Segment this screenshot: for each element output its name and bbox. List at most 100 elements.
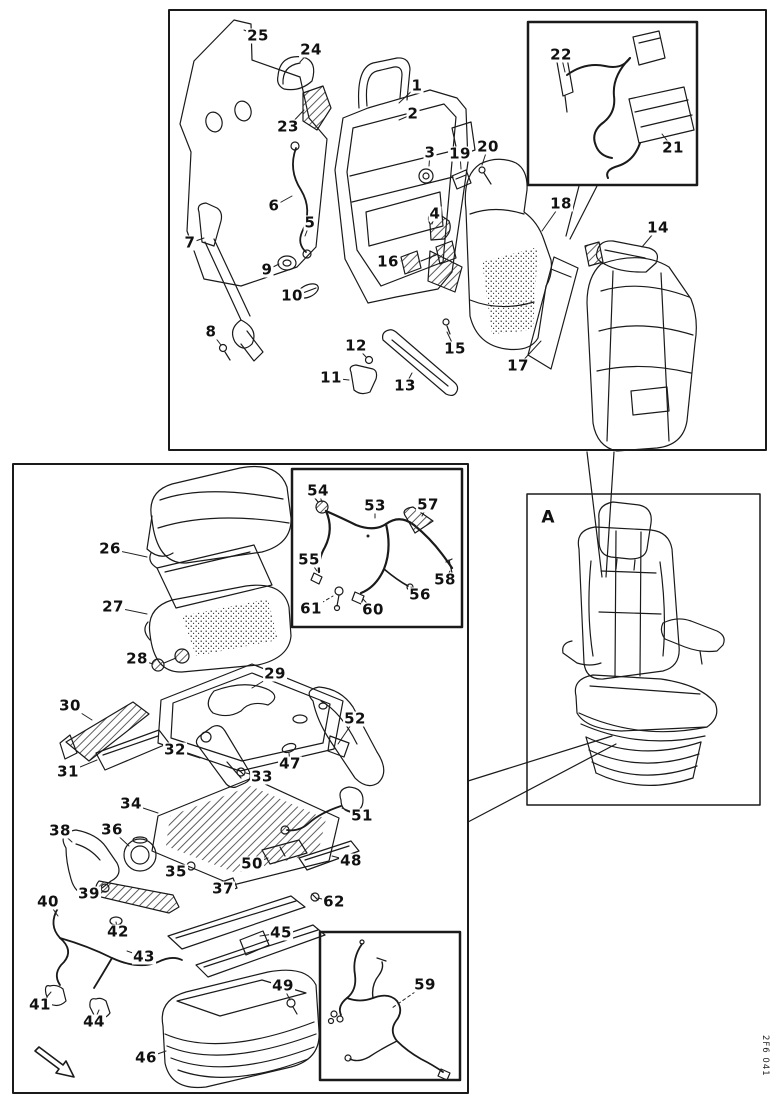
side-panel-52-art	[308, 686, 385, 787]
anchor-bolt-8-art	[218, 343, 231, 361]
callout-10: 10	[280, 286, 304, 305]
screw-12-art	[364, 355, 374, 365]
callout-23: 23	[276, 117, 300, 136]
callout-35: 35	[164, 862, 188, 881]
slide-rails-45-art	[167, 895, 326, 978]
seat-belt-art	[197, 202, 264, 362]
callout-51: 51	[350, 806, 374, 825]
screw-62-art	[310, 892, 320, 902]
callout-31: 31	[56, 762, 80, 781]
callout-36: 36	[100, 820, 124, 839]
seat-cushion-box	[12, 463, 469, 1094]
callout-39: 39	[77, 884, 101, 903]
bracket-23-art	[302, 85, 332, 131]
cable-inset-frame	[290, 467, 464, 629]
bottom-harness-frame	[318, 930, 462, 1082]
lever-39-art	[95, 880, 180, 914]
seat-pan-29-art	[157, 663, 350, 772]
callout-27: 27	[101, 597, 125, 616]
callout-12: 12	[344, 336, 368, 355]
seat-back-box	[168, 9, 767, 452]
bracket-50-art	[261, 839, 308, 865]
switch-pack-16-art	[400, 240, 457, 275]
callout-26: 26	[98, 539, 122, 558]
damper-32-art	[195, 725, 251, 788]
callout-37: 37	[211, 879, 235, 898]
callout-41: 41	[28, 995, 52, 1014]
callout-19: 19	[448, 144, 472, 163]
callout-42: 42	[106, 922, 130, 941]
callout-59: 59	[413, 975, 437, 994]
cushion-foam-27-art	[144, 584, 292, 673]
callout-44: 44	[82, 1012, 106, 1031]
callout-43: 43	[132, 947, 156, 966]
callout-58: 58	[433, 570, 457, 589]
callout-60: 60	[361, 600, 385, 619]
assembled-seat-frame	[526, 493, 761, 806]
backrest-foam-art	[464, 158, 553, 351]
callout-55: 55	[297, 550, 321, 569]
callout-57: 57	[416, 495, 440, 514]
callout-11: 11	[319, 368, 343, 387]
bellows-46-art	[161, 969, 320, 1089]
callout-38: 38	[48, 821, 72, 840]
assembled-view-label: A	[541, 507, 555, 528]
callout-40: 40	[36, 892, 60, 911]
callout-50: 50	[240, 854, 264, 873]
callout-34: 34	[119, 794, 143, 813]
springs-28-art	[151, 648, 190, 672]
callout-30: 30	[58, 696, 82, 715]
callout-7: 7	[183, 233, 197, 252]
reference-pointer-lines	[467, 451, 617, 823]
cushion-cover-art	[146, 465, 292, 564]
callout-3: 3	[423, 143, 437, 162]
callout-46: 46	[134, 1048, 158, 1067]
cover-11-art	[349, 364, 378, 395]
clip-47-art	[281, 742, 297, 754]
callout-47: 47	[278, 754, 302, 773]
weight-knob-36-art	[123, 836, 157, 872]
callout-32: 32	[163, 740, 187, 759]
callout-61: 61	[299, 599, 323, 618]
callout-22: 22	[549, 45, 573, 64]
callout-6: 6	[267, 196, 281, 215]
callout-18: 18	[549, 194, 573, 213]
callout-13: 13	[393, 376, 417, 395]
callout-2: 2	[406, 104, 420, 123]
release-cable-art	[290, 141, 312, 259]
callout-25: 25	[246, 26, 270, 45]
callout-33: 33	[250, 767, 274, 786]
callout-45: 45	[269, 923, 293, 942]
armrest-14-art	[584, 240, 659, 273]
side-shield-38-art	[62, 829, 120, 896]
trim-strip-13-art	[382, 329, 459, 397]
seat-back-box-frame	[168, 9, 767, 451]
callout-9: 9	[260, 260, 274, 279]
callout-28: 28	[125, 649, 149, 668]
grommet-9-art	[277, 255, 297, 271]
backrest-cover-art	[586, 257, 697, 452]
figure-code-label: 2F6 041	[760, 1035, 770, 1077]
screw-15-art	[442, 318, 451, 335]
bolt-49-art	[286, 998, 298, 1015]
callout-62: 62	[322, 892, 346, 911]
rail-30-art	[59, 701, 150, 762]
callout-52: 52	[343, 709, 367, 728]
callout-53: 53	[363, 496, 387, 515]
callout-1: 1	[410, 76, 424, 95]
bolt-33-art	[236, 767, 246, 777]
back-trim-panel-art	[179, 19, 328, 287]
direction-arrow-icon	[34, 1046, 75, 1078]
callout-21: 21	[661, 138, 685, 157]
callout-49: 49	[271, 976, 295, 995]
callout-29: 29	[263, 664, 287, 683]
handle-51-art	[280, 786, 364, 835]
underseat-harness-40-art	[44, 907, 183, 1019]
callout-8: 8	[204, 322, 218, 341]
callout-48: 48	[339, 851, 363, 870]
bolt-20-art	[478, 166, 492, 185]
bottom-harness-box	[318, 930, 462, 1082]
liner-sheet-26-art	[149, 544, 273, 609]
lumbar-pad-art	[277, 56, 315, 91]
callout-16: 16	[376, 252, 400, 271]
